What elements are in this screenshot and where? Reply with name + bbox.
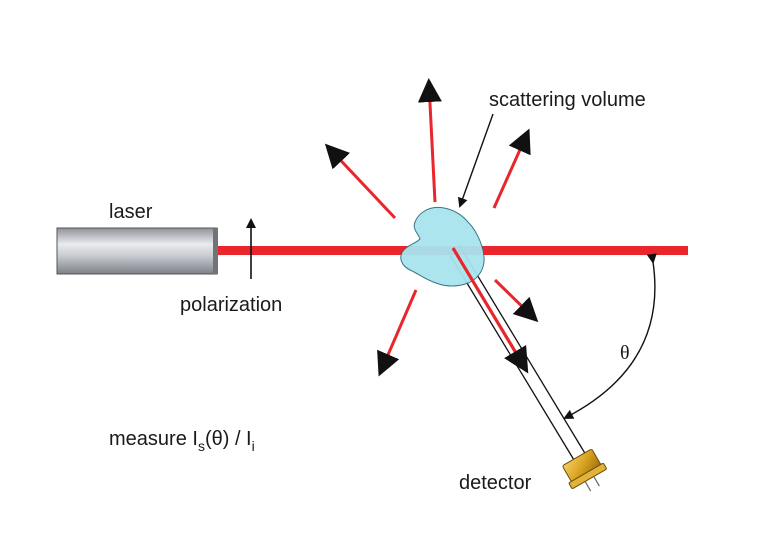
theta-angle-arc bbox=[563, 253, 657, 419]
measure-mid: (θ) / I bbox=[205, 428, 252, 450]
laser-icon bbox=[56, 227, 218, 275]
scatter-arrow-up bbox=[417, 78, 442, 203]
scatter-arrow-upper-left bbox=[324, 143, 397, 220]
scatter-arrow-lower-left bbox=[377, 289, 418, 377]
detector-label: detector bbox=[459, 472, 532, 494]
scattering-volume-icon bbox=[400, 207, 485, 287]
theta-label: θ bbox=[620, 342, 630, 364]
measure-formula: measure Is(θ) / Ii bbox=[109, 428, 255, 454]
measure-prefix: measure I bbox=[109, 428, 198, 450]
scatter-arrow-lower-right bbox=[493, 278, 539, 323]
detector-icon bbox=[562, 449, 607, 492]
scattering-volume-pointer bbox=[457, 113, 494, 208]
laser-label: laser bbox=[109, 201, 153, 223]
measure-sub-s: s bbox=[198, 438, 205, 454]
scattering-volume-label: scattering volume bbox=[489, 89, 646, 111]
polarization-label: polarization bbox=[180, 294, 282, 316]
scattered-light-arrows bbox=[324, 78, 539, 377]
measure-sub-i: i bbox=[252, 438, 255, 454]
detected-beam bbox=[451, 247, 529, 374]
scatter-arrow-upper-right bbox=[492, 128, 531, 209]
